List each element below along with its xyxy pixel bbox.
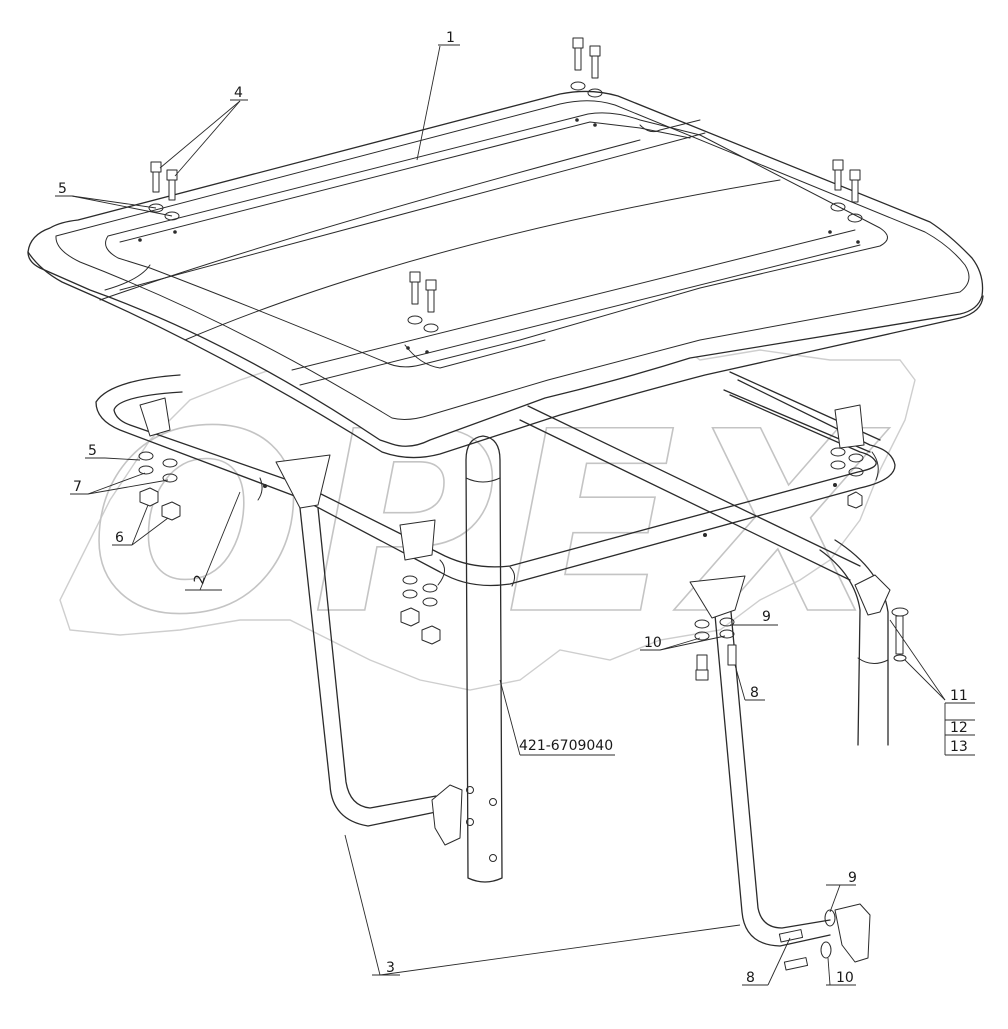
roof-panel — [27, 90, 984, 459]
callout-10: 10 — [644, 635, 662, 651]
frame-fasteners — [138, 397, 909, 971]
callout-2: 2 — [191, 573, 209, 586]
callout-1: 1 — [446, 30, 455, 46]
callout-5: 5 — [88, 443, 97, 459]
callout-7: 7 — [73, 479, 82, 495]
washer — [148, 203, 164, 213]
roof-fasteners — [148, 37, 863, 333]
callout-9: 9 — [848, 870, 857, 886]
callout-labels: 1 4 5 5 7 6 2 421-6709040 9 10 8 11 12 1… — [58, 30, 968, 986]
watermark: OPEX — [59, 299, 916, 691]
callout-4: 4 — [234, 85, 243, 101]
callout-6: 6 — [115, 530, 124, 546]
callout-3: 3 — [386, 960, 395, 976]
callout-13: 13 — [950, 739, 968, 755]
callout-10: 10 — [836, 970, 854, 986]
callout-9: 9 — [762, 609, 771, 625]
watermark-text: OPEX — [90, 378, 890, 669]
callout-12: 12 — [950, 720, 968, 736]
leader-lines — [55, 44, 975, 986]
part-number-label: 421-6709040 — [519, 738, 613, 754]
bolt-shank — [168, 179, 176, 201]
posts — [275, 435, 891, 963]
bolt-head — [150, 161, 162, 173]
callout-11: 11 — [950, 688, 968, 704]
callout-8: 8 — [746, 970, 755, 986]
callout-8: 8 — [750, 685, 759, 701]
bolt-shank — [152, 171, 160, 193]
washer — [164, 211, 180, 221]
frame-tube — [95, 371, 896, 587]
callout-5: 5 — [58, 181, 67, 197]
